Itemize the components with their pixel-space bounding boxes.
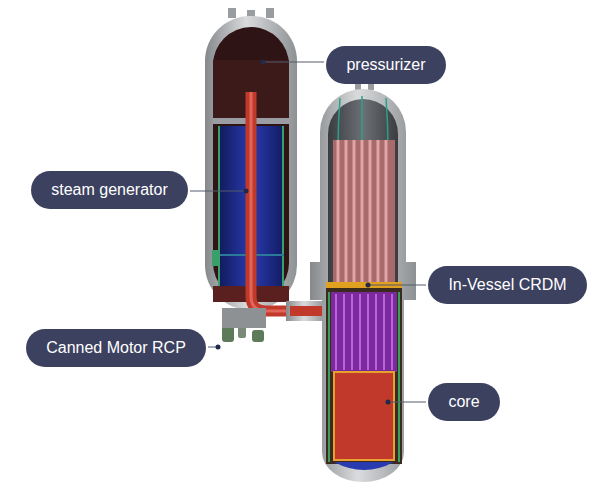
callout-label: steam generator bbox=[51, 182, 168, 198]
callout-label: In-Vessel CRDM bbox=[448, 277, 566, 293]
leader-lines bbox=[190, 62, 426, 402]
callout-pill: pressurizer bbox=[326, 46, 446, 84]
callout-pill: steam generator bbox=[31, 171, 188, 209]
reactor-vessel bbox=[310, 78, 416, 482]
callout-pill: Canned Motor RCP bbox=[26, 329, 206, 367]
hot-leg bbox=[290, 306, 324, 316]
connecting-pipe bbox=[286, 301, 326, 321]
callout-label: pressurizer bbox=[346, 57, 425, 73]
callout-pill: In-Vessel CRDM bbox=[428, 266, 587, 304]
callout-label: Canned Motor RCP bbox=[46, 340, 186, 356]
coolant-pump bbox=[222, 308, 266, 342]
callout-pill: core bbox=[428, 383, 500, 421]
leader-dots bbox=[216, 60, 391, 405]
callout-label: core bbox=[448, 394, 479, 410]
